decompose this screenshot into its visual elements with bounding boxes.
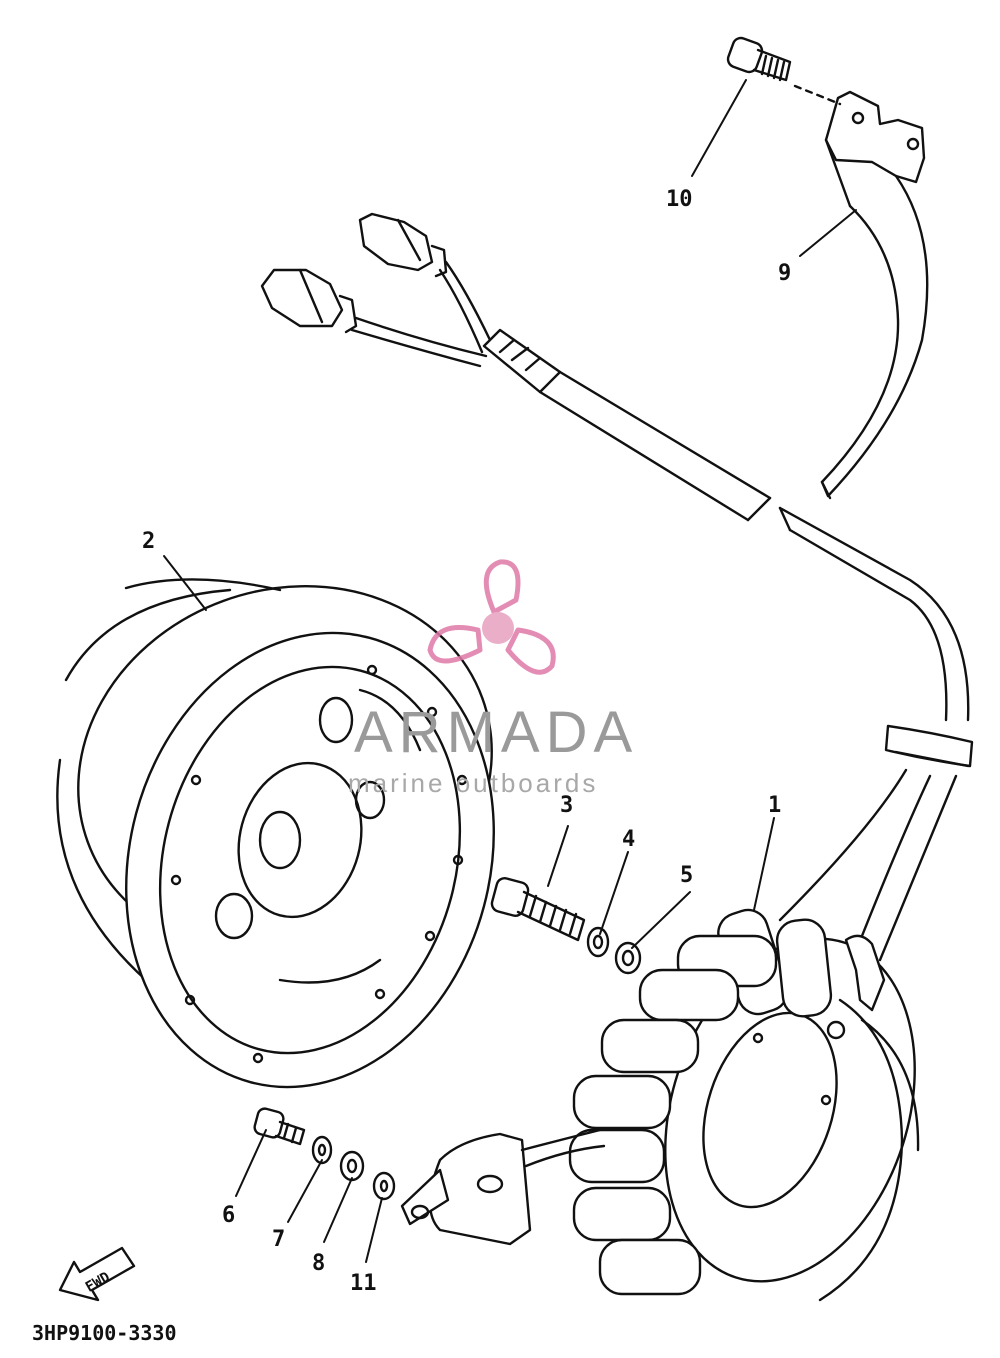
callout-3: 3 (560, 793, 573, 818)
wire-harness (260, 212, 974, 962)
callout-10: 10 (666, 187, 693, 212)
callout-8: 8 (312, 1251, 325, 1276)
callout-5: 5 (680, 863, 693, 888)
washer-part-7 (311, 1135, 333, 1165)
leader-lines (163, 79, 857, 1263)
washer-part-11 (372, 1171, 396, 1201)
callout-7: 7 (272, 1227, 285, 1252)
bracket-part-9 (820, 90, 929, 500)
watermark-brand: ARMADA (354, 700, 638, 765)
callout-6: 6 (222, 1203, 235, 1228)
watermark-tagline: marine outboards (348, 768, 598, 798)
callout-4: 4 (622, 827, 635, 852)
screw-part-6 (253, 1107, 306, 1146)
callout-2: 2 (142, 529, 155, 554)
washer-part-5 (614, 941, 642, 975)
stator-part-1 (568, 908, 920, 1302)
bolt-part-3 (490, 877, 586, 942)
watermark: ARMADA marine outboards (348, 559, 638, 798)
callout-9: 9 (778, 261, 791, 286)
callout-labels: 1 2 3 4 5 6 7 8 9 10 11 (142, 187, 791, 1296)
part-code: 3HP9100-3330 (32, 1321, 177, 1345)
washer-part-8 (339, 1150, 365, 1182)
screw-part-10 (726, 36, 842, 106)
washer-part-4 (586, 926, 610, 958)
flywheel-part-2 (56, 578, 495, 1089)
callout-1: 1 (768, 793, 781, 818)
pulser-coil (400, 1128, 606, 1246)
propeller-logo-icon (427, 559, 556, 675)
callout-11: 11 (350, 1271, 377, 1296)
fwd-arrow-icon: FWD (58, 1246, 136, 1302)
